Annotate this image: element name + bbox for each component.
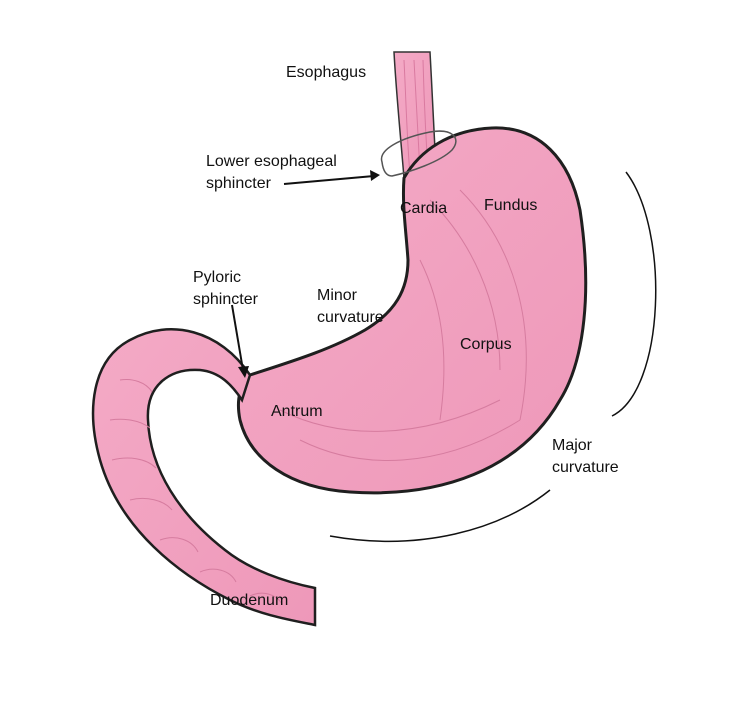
les-arrowhead — [370, 170, 380, 181]
label-pyloric-sphincter-line2: sphincter — [193, 290, 258, 309]
label-cardia: Cardia — [400, 199, 447, 218]
label-lower-esophageal-sphincter-line2: sphincter — [206, 174, 271, 193]
les-arrow — [284, 176, 374, 184]
major-curvature-arc-lower — [330, 490, 550, 541]
label-major-curvature-line1: Major — [552, 436, 592, 455]
label-minor-curvature-line2: curvature — [317, 308, 384, 327]
label-pyloric-sphincter-line1: Pyloric — [193, 268, 241, 287]
label-fundus: Fundus — [484, 196, 537, 215]
label-duodenum: Duodenum — [210, 591, 288, 610]
label-esophagus: Esophagus — [286, 63, 366, 82]
major-curvature-arc-upper — [612, 172, 656, 416]
label-minor-curvature-line1: Minor — [317, 286, 357, 305]
label-antrum: Antrum — [271, 402, 323, 421]
label-major-curvature-line2: curvature — [552, 458, 619, 477]
label-corpus: Corpus — [460, 335, 512, 354]
label-lower-esophageal-sphincter-line1: Lower esophageal — [206, 152, 337, 171]
